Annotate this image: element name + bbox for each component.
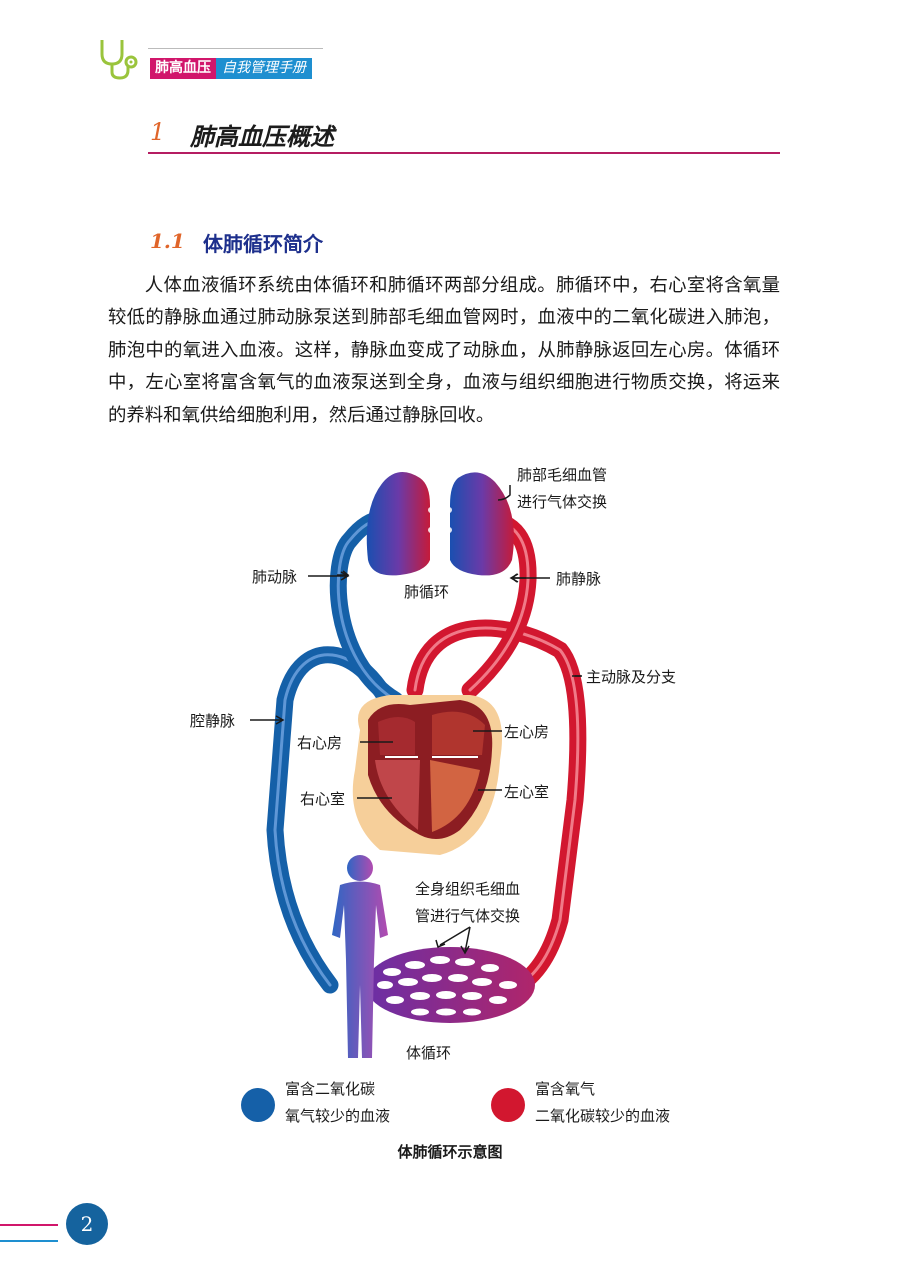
label-pulmonary-artery: 肺动脉 — [252, 568, 297, 586]
footer-rule-blue — [0, 1240, 58, 1242]
chapter-number: 1 — [150, 118, 166, 146]
alveoli-cluster — [428, 497, 452, 533]
label-lung-capillary-1: 肺部毛细血管 — [517, 466, 607, 484]
label-aorta: 主动脉及分支 — [586, 668, 676, 686]
label-vena-cava: 腔静脉 — [190, 712, 235, 730]
chapter-rule — [148, 152, 780, 154]
header-tag-secondary: 自我管理手册 — [216, 58, 312, 79]
label-left-atrium: 左心房 — [504, 723, 549, 741]
section-title: 体肺循环简介 — [203, 232, 323, 256]
legend-arterial-line1: 富含氧气 — [535, 1080, 596, 1098]
body-paragraph: 人体血液循环系统由体循环和肺循环两部分组成。肺循环中，右心室将含氧量较低的静脉血… — [108, 275, 780, 426]
label-right-ventricle: 右心室 — [300, 790, 345, 808]
leader-lines — [250, 485, 582, 955]
legend-arterial-line2: 二氧化碳较少的血液 — [535, 1107, 671, 1125]
stethoscope-icon — [100, 40, 138, 80]
label-systemic-circulation: 体循环 — [406, 1044, 451, 1062]
footer-rule-pink — [0, 1224, 58, 1226]
legend-arterial-swatch — [491, 1088, 525, 1122]
label-tissue-capillary-1: 全身组织毛细血 — [415, 880, 520, 898]
right-ventricle-chamber — [375, 760, 420, 830]
chapter-title: 肺高血压概述 — [190, 123, 334, 151]
right-lung — [366, 471, 430, 576]
label-pulmonary-circulation: 肺循环 — [404, 583, 449, 601]
label-right-atrium: 右心房 — [297, 734, 342, 752]
page-number: 2 — [66, 1203, 108, 1245]
capillary-gaps — [377, 956, 517, 1016]
legend-venous-line2: 氧气较少的血液 — [285, 1107, 391, 1125]
left-lung — [450, 472, 514, 576]
section-number: 1.1 — [150, 229, 185, 253]
label-tissue-capillary-2: 管进行气体交换 — [415, 907, 520, 925]
label-pulmonary-vein: 肺静脉 — [556, 570, 601, 588]
left-atrium-chamber — [432, 711, 485, 755]
header-rule — [148, 48, 323, 49]
label-left-ventricle: 左心室 — [504, 783, 549, 801]
label-lung-capillary-2: 进行气体交换 — [517, 493, 607, 511]
figure-caption: 体肺循环示意图 — [397, 1143, 503, 1161]
aorta-highlight — [413, 626, 580, 992]
left-ventricle-chamber — [430, 760, 480, 832]
human-figure — [332, 855, 388, 1058]
legend-venous-line1: 富含二氧化碳 — [285, 1080, 376, 1098]
header-tag: 肺高血压 自我管理手册 — [150, 58, 312, 79]
legend-venous-swatch — [241, 1088, 275, 1122]
legend-venous-text: 富含二氧化碳 氧气较少的血液 — [285, 1076, 390, 1130]
header-tag-primary: 肺高血压 — [150, 58, 216, 79]
legend-arterial-text: 富含氧气 二氧化碳较少的血液 — [535, 1076, 670, 1130]
right-atrium-chamber — [378, 717, 415, 755]
